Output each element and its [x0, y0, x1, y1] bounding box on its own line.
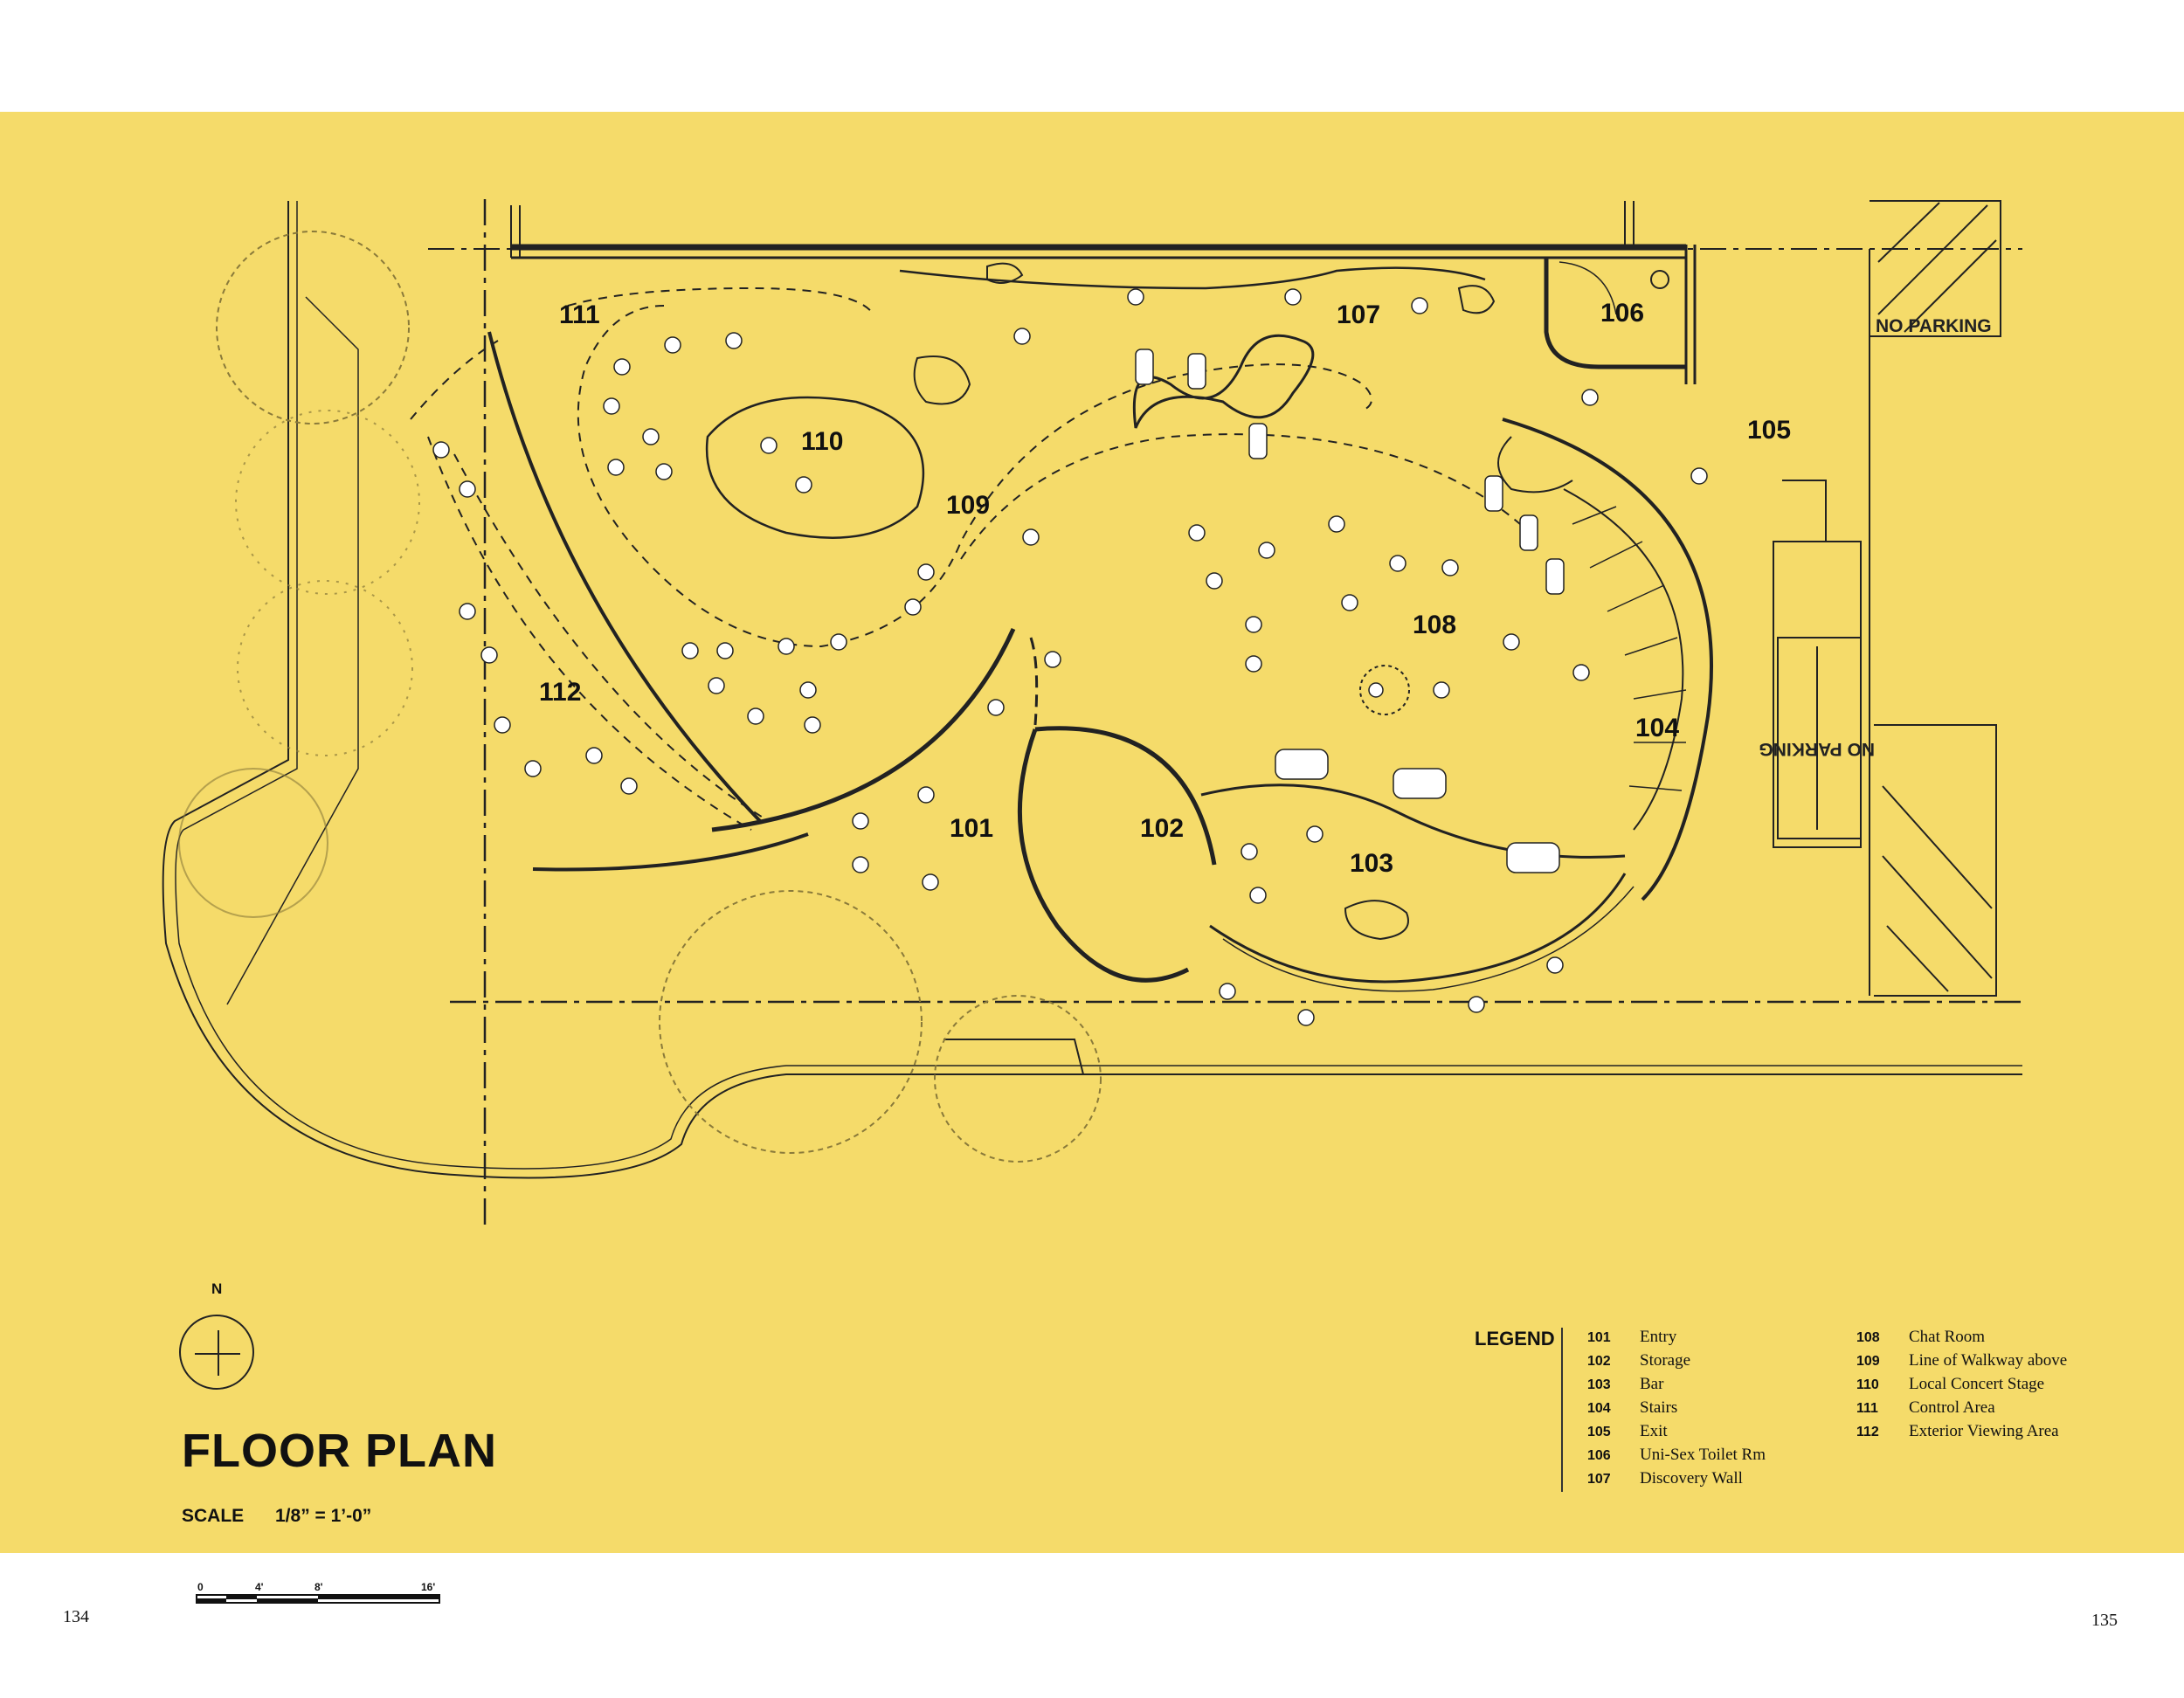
legend-item: 106 Uni-Sex Toilet Rm — [1587, 1446, 1766, 1469]
legend-number: 102 — [1587, 1354, 1611, 1369]
no-parking-label: NO PARKING — [1876, 316, 1992, 336]
page-title: FLOOR PLAN — [182, 1425, 497, 1477]
legend-number: 104 — [1587, 1401, 1611, 1416]
room-label: 101 — [950, 814, 993, 843]
legend-item: 110 Local Concert Stage — [1856, 1375, 2067, 1398]
scale-tick: 8' — [314, 1581, 323, 1593]
legend-title: LEGEND — [1475, 1328, 1555, 1349]
graphic-scale-bar: 0 4' 8' 16' — [196, 1581, 440, 1612]
legend-column-2: 108 Chat Room 109 Line of Walkway above 11… — [1856, 1328, 2067, 1446]
legend-number: 103 — [1587, 1377, 1611, 1392]
room-label: 105 — [1747, 416, 1791, 445]
legend-item: 101 Entry — [1587, 1328, 1766, 1351]
legend-item: 102 Storage — [1587, 1351, 1766, 1375]
legend-name: Exterior Viewing Area — [1909, 1422, 2059, 1440]
legend-name: Control Area — [1909, 1398, 1995, 1417]
legend-name: Entry — [1640, 1328, 1677, 1346]
legend-name: Local Concert Stage — [1909, 1375, 2045, 1393]
page-number-right: 135 — [2091, 1611, 2118, 1630]
room-label: 106 — [1600, 299, 1644, 328]
legend-item: 103 Bar — [1587, 1375, 1766, 1398]
legend-number: 111 — [1856, 1401, 1878, 1416]
legend-item: 105 Exit — [1587, 1422, 1766, 1446]
legend-number: 109 — [1856, 1354, 1880, 1369]
legend-name: Line of Walkway above — [1909, 1351, 2068, 1370]
yellow-background-panel — [0, 112, 2184, 1553]
legend-number: 101 — [1587, 1330, 1611, 1345]
legend-number: 112 — [1856, 1425, 1879, 1439]
room-label: 108 — [1413, 611, 1456, 639]
legend-name: Uni-Sex Toilet Rm — [1640, 1446, 1766, 1464]
room-label: 107 — [1337, 300, 1380, 329]
legend-name: Exit — [1640, 1422, 1668, 1440]
legend-item: 111 Control Area — [1856, 1398, 2067, 1422]
scale-label: SCALE — [182, 1506, 245, 1526]
scale-tick: 4' — [255, 1581, 264, 1593]
legend-name: Storage — [1640, 1351, 1691, 1370]
legend-name: Bar — [1640, 1375, 1664, 1393]
scale-tick: 0 — [197, 1581, 204, 1593]
legend-item: 107 Discovery Wall — [1587, 1469, 1766, 1493]
north-arrow-icon — [179, 1315, 254, 1390]
room-label: 103 — [1350, 849, 1393, 878]
room-label: 111 — [559, 300, 600, 329]
legend-item: 112 Exterior Viewing Area — [1856, 1422, 2067, 1446]
legend-number: 105 — [1587, 1425, 1611, 1439]
legend-number: 108 — [1856, 1330, 1880, 1345]
legend-column-1: 101 Entry 102 Storage 103 Bar 104 Stairs 105… — [1587, 1328, 1766, 1493]
legend-item: 109 Line of Walkway above — [1856, 1351, 2067, 1375]
legend-number: 106 — [1587, 1448, 1611, 1463]
legend-item: 104 Stairs — [1587, 1398, 1766, 1422]
legend-divider — [1561, 1328, 1563, 1492]
no-parking-label: NO PARKING — [1759, 739, 1875, 759]
scale-tick: 16' — [421, 1581, 436, 1593]
page-number-left: 134 — [63, 1607, 89, 1626]
legend-item: 108 Chat Room — [1856, 1328, 2067, 1351]
room-label: 102 — [1140, 814, 1184, 843]
legend-name: Discovery Wall — [1640, 1469, 1743, 1487]
room-label: 104 — [1635, 714, 1679, 742]
room-label: 110 — [801, 427, 843, 456]
legend-name: Stairs — [1640, 1398, 1678, 1417]
legend-number: 110 — [1856, 1377, 1879, 1392]
north-label: N — [211, 1280, 223, 1297]
legend-name: Chat Room — [1909, 1328, 1986, 1346]
legend-number: 107 — [1587, 1472, 1611, 1487]
room-label: 112 — [539, 678, 581, 707]
scale-value: 1/8” = 1’-0” — [275, 1506, 372, 1526]
room-label: 109 — [946, 491, 990, 520]
